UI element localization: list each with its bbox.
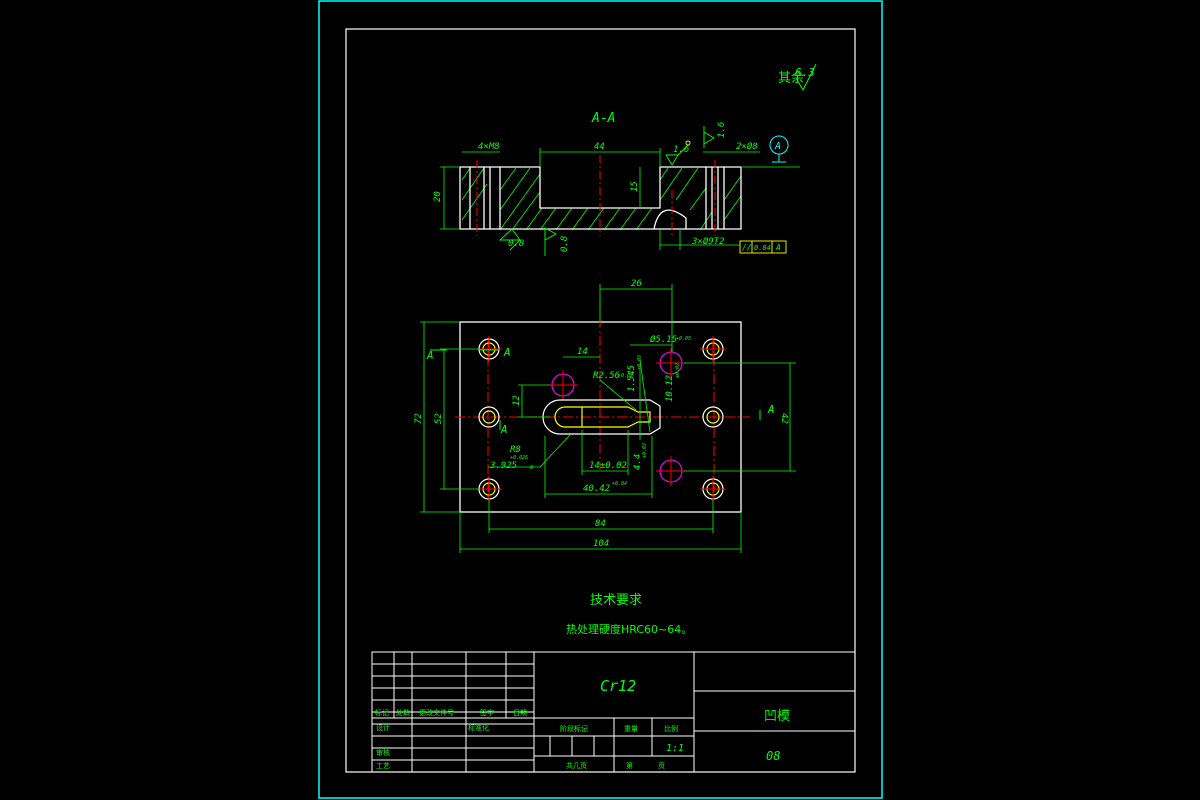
section-mark-a1: A xyxy=(426,349,434,362)
roughness-note-label: 其余 xyxy=(778,70,804,86)
label-sheet-unit: 页 xyxy=(658,762,665,770)
section-outline xyxy=(459,166,742,230)
dim-3-925-tol: 0 xyxy=(530,465,533,471)
dim-4-4: 4.4 xyxy=(633,454,643,470)
section-mark-a2: A xyxy=(503,346,511,359)
tol-value: 0.04 xyxy=(754,244,771,252)
dim-3-925: 3.925 xyxy=(489,461,517,471)
dim-1-545: 1.545 xyxy=(627,365,637,392)
dim-20: 20 xyxy=(433,191,443,202)
general-roughness-note: 其余 6.3 xyxy=(778,63,817,92)
label-designer: 设计 xyxy=(376,723,390,732)
title-block: Cr12 凹模 08 1:1 标记 处数 更改文件号 签字 日期 设计 标准化 … xyxy=(371,651,856,773)
hole-mid-right xyxy=(702,406,724,428)
title-block-grid xyxy=(371,651,856,773)
scale: 1:1 xyxy=(666,743,684,754)
dim-r2-56: R2.56 xyxy=(593,371,620,381)
dim-52: 52 xyxy=(434,413,444,424)
dim-40-42-tol: +0.04 xyxy=(612,481,627,487)
plan-centerlines xyxy=(455,300,750,500)
material: Cr12 xyxy=(600,677,636,695)
dim-10-12-tol: ±0.02 xyxy=(675,363,681,378)
tolerance-frame: // 0.04 A xyxy=(739,240,787,254)
label-checker: 审核 xyxy=(376,748,390,757)
roughness-symbol-icon xyxy=(795,63,817,92)
datum-label: A xyxy=(774,141,781,152)
label-mark: 标记 xyxy=(375,708,389,717)
tol-datum: A xyxy=(775,243,781,252)
dim-26: 26 xyxy=(631,279,642,289)
dim-r8: R8 xyxy=(510,445,521,455)
plan-hole-crosses xyxy=(476,336,726,502)
plan-hidden-crosses xyxy=(548,348,686,486)
plan-slot xyxy=(542,399,661,435)
section-mark-a4: A xyxy=(767,403,775,416)
dim-r8-tol: +0.025 xyxy=(510,455,528,461)
dim-12: 12 xyxy=(512,395,522,406)
plan-dimension-lines xyxy=(420,284,796,553)
tech-req-text: 热处理硬度HRC60~64。 xyxy=(566,622,692,636)
label-ratio: 比例 xyxy=(664,724,678,733)
rough-08a: 0.8 xyxy=(508,239,524,249)
datum-symbol: A xyxy=(769,135,789,163)
dim-40-42: 40.42 xyxy=(583,484,610,494)
sheet-outer-border xyxy=(318,0,883,799)
dim-15: 15 xyxy=(630,181,640,192)
label-sign: 签字 xyxy=(480,708,494,717)
section-hatch xyxy=(461,167,742,231)
dim-d5-15-tol: +0.05 xyxy=(676,336,691,342)
label-weight: 重量 xyxy=(624,725,638,733)
dim-104: 104 xyxy=(593,539,609,549)
dim-3xd9t2: 3×Ø9T2 xyxy=(691,236,725,247)
label-standardization: 标准化 xyxy=(468,723,489,732)
technical-requirements: 技术要求 热处理硬度HRC60~64。 xyxy=(566,593,692,636)
label-sheet-no: 第 xyxy=(626,761,633,770)
dim-10-12: 10.12 xyxy=(665,375,675,402)
label-stage-mark: 阶段标记 xyxy=(560,724,588,733)
rough-08b: 0.8 xyxy=(560,236,570,252)
dim-14-02: 14±0.02 xyxy=(589,461,627,471)
dim-14: 14 xyxy=(577,347,588,357)
dim-4xM8: 4×M8 xyxy=(478,142,500,152)
dim-r2-56-tol: -0.02 xyxy=(618,373,633,379)
section-dimensions xyxy=(440,148,800,250)
label-process: 工艺 xyxy=(376,762,390,770)
roughness-symbols-section xyxy=(498,126,715,256)
section-mark-a3: A xyxy=(500,423,508,436)
plan-view: 26 14 Ø5.15 +0.05 R2.56 -0.02 1.545 ±0.0… xyxy=(414,279,796,553)
label-change-doc: 更改文件号 xyxy=(419,708,454,717)
tech-req-title: 技术要求 xyxy=(590,593,642,608)
label-count: 处数 xyxy=(396,708,410,717)
dim-42: 42 xyxy=(779,413,789,424)
dim-2xd8: 2×Ø8 xyxy=(736,141,758,152)
label-sheets-total: 共几页 xyxy=(566,761,587,770)
label-date: 日期 xyxy=(513,709,527,717)
dim-1-545-tol: ±0.03 xyxy=(637,355,643,370)
dim-44: 44 xyxy=(594,142,605,152)
hole-mid-left xyxy=(478,406,500,428)
rough-16b: 1.6 xyxy=(717,122,727,138)
tol-symbol: // xyxy=(742,243,752,252)
dim-4-4-tol: +0.03 xyxy=(642,443,648,458)
dim-84: 84 xyxy=(595,519,606,529)
section-view-aa: A-A xyxy=(433,111,800,256)
part-name: 凹模 xyxy=(764,709,790,724)
drawing-number: 08 xyxy=(766,749,780,763)
section-marks xyxy=(430,349,761,430)
dim-72: 72 xyxy=(414,413,424,424)
rough-16a: 1.6 xyxy=(673,145,689,155)
section-view-title: A-A xyxy=(591,111,615,126)
dim-d5-15: Ø5.15 xyxy=(650,334,677,345)
